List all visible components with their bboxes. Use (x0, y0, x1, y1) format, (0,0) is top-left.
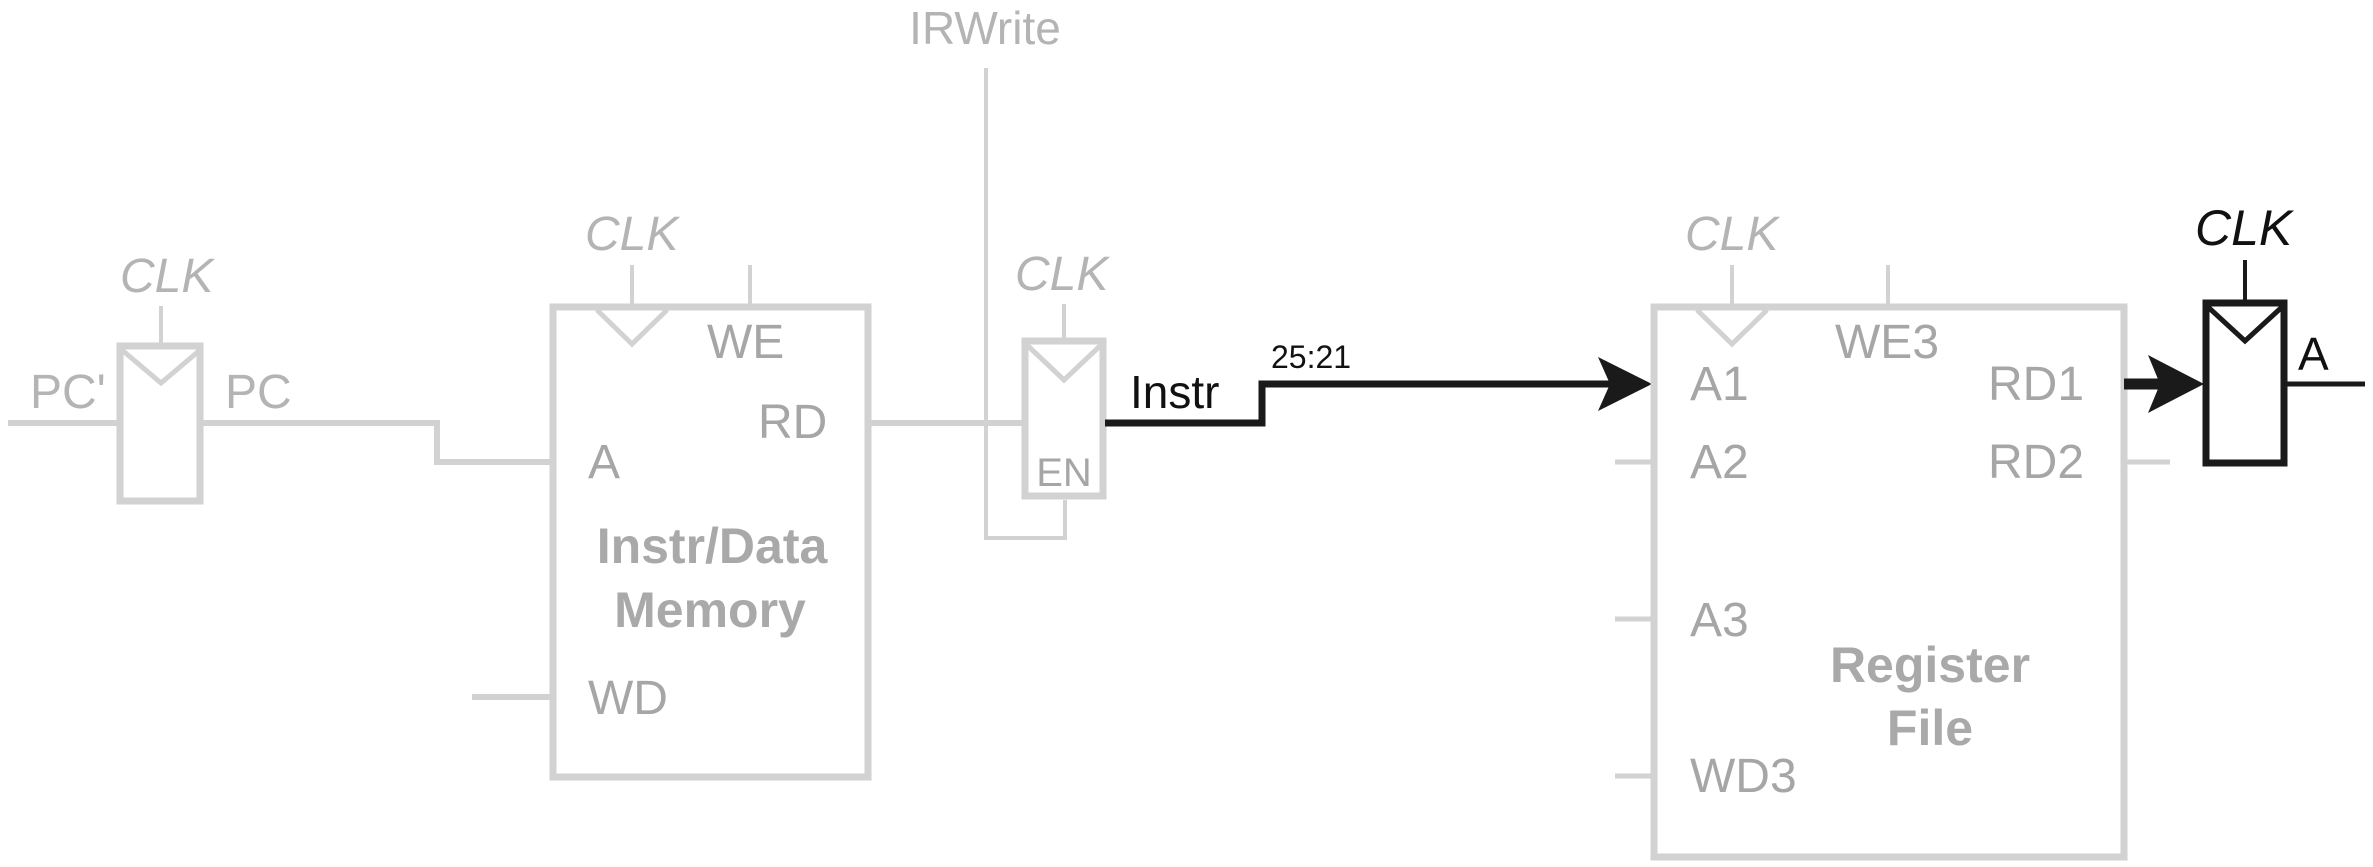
pc-clock-triangle (120, 348, 202, 387)
instr-rs-path: Instr 25:21 (1105, 339, 1652, 427)
instr-bus-wire (1105, 380, 1610, 427)
irwrite-wire (984, 68, 1067, 540)
regfile-title-line1: Register (1830, 637, 2030, 693)
memory-title-line2: Memory (614, 582, 806, 638)
pc-to-memory-wire (200, 420, 550, 465)
a-register: CLK A (2195, 200, 2365, 467)
a1-arrow-icon (1598, 357, 1652, 411)
pc-register: CLK PC' PC (8, 250, 550, 505)
regfile-rd1-label: RD1 (1988, 358, 2084, 411)
regfile-a1-label: A1 (1690, 358, 1749, 411)
regfile-rd2-label: RD2 (1988, 436, 2084, 489)
regfile-clock-triangle (1695, 308, 1769, 348)
irwrite-label: IRWrite (909, 2, 1061, 54)
register-file: CLK WE3 A1 A2 A3 WD3 RD1 RD2 Register Fi… (1615, 208, 2170, 861)
memory-we-label: WE (707, 316, 784, 369)
pc-register-box (116, 342, 204, 505)
instr-clock-triangle (1025, 343, 1103, 384)
irwrite-signal: IRWrite (909, 2, 1067, 540)
instruction-register: CLK EN (1015, 248, 1110, 500)
regfile-a3-label: A3 (1690, 594, 1749, 647)
a-out-label: A (2298, 328, 2329, 380)
memory-title-line1: Instr/Data (597, 518, 829, 574)
instr-data-memory: CLK WE RD A WD Instr/Data Memory (472, 208, 1023, 781)
rd1-arrow-icon (2148, 355, 2204, 413)
instr-en-label: EN (1036, 451, 1092, 495)
instr-label: Instr (1130, 366, 1219, 418)
regfile-we3-label: WE3 (1835, 316, 1939, 369)
rd1-to-a-path (2124, 355, 2204, 413)
bus-slice-label: 25:21 (1271, 339, 1351, 375)
regfile-a2-label: A2 (1690, 436, 1749, 489)
regfile-clk-label: CLK (1685, 208, 1780, 261)
a-clk-label: CLK (2195, 200, 2295, 256)
a-clock-triangle (2206, 305, 2284, 345)
pc-clk-label: CLK (120, 250, 215, 303)
pc-label: PC (225, 366, 292, 419)
pc-prime-label: PC' (30, 366, 106, 419)
regfile-title-line2: File (1887, 700, 1973, 756)
memory-clock-triangle (595, 308, 669, 348)
memory-a-label: A (588, 436, 620, 489)
a-register-box (2202, 299, 2288, 467)
instr-clk-label: CLK (1015, 248, 1110, 301)
memory-box (549, 303, 872, 781)
memory-wd-label: WD (588, 672, 668, 725)
regfile-wd3-label: WD3 (1690, 750, 1797, 803)
memory-clk-label: CLK (585, 208, 680, 261)
memory-rd-label: RD (758, 396, 827, 449)
